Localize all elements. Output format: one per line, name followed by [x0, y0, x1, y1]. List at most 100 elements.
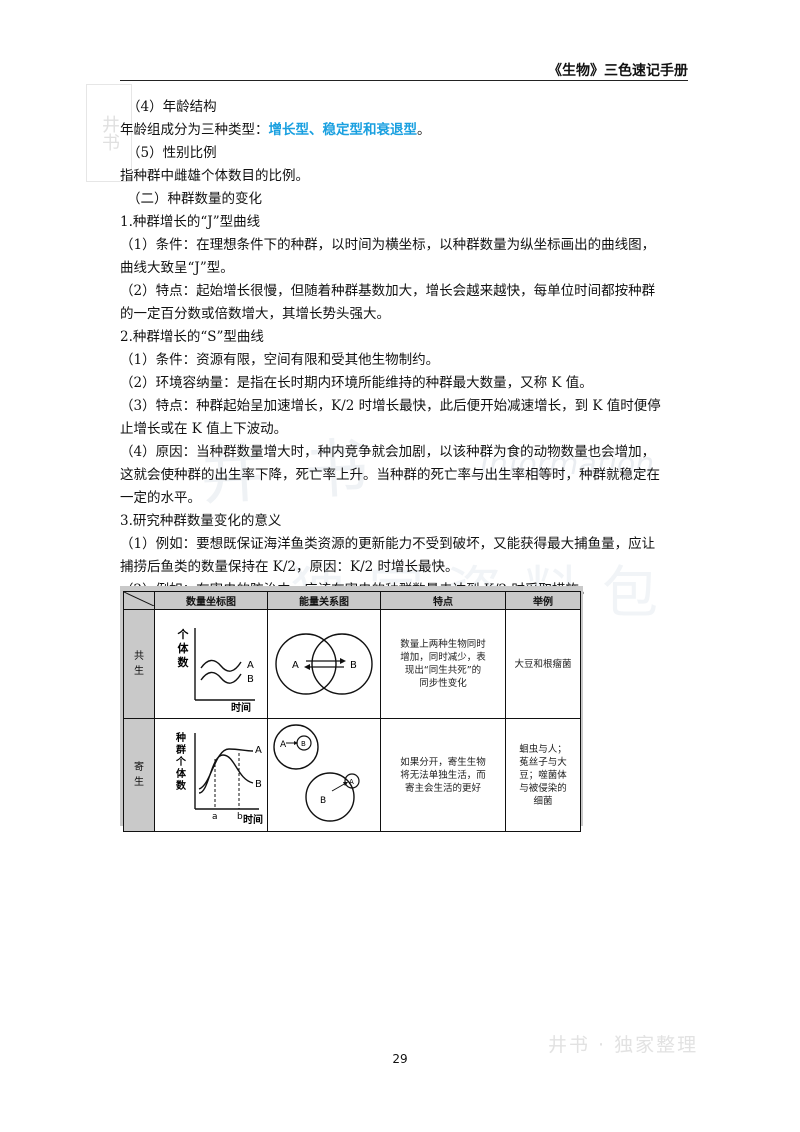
table-header-row: 数量坐标图 能量关系图 特点 举例	[123, 591, 581, 610]
highlight-text: 增长型、稳定型和衰退型	[268, 122, 418, 138]
label-b: B	[350, 660, 357, 671]
paragraph-line: 年龄组成分为三种类型：增长型、稳定型和衰退型。	[120, 119, 690, 142]
header-rule	[120, 80, 688, 81]
feature-cell: 数量上两种生物同时 增加，同时减少，表 现出“同生共死”的 同步性变化	[380, 609, 506, 719]
section-heading: 1.种群增长的“J”型曲线	[120, 214, 261, 230]
feature-line: 寄主会生活的更好	[404, 782, 481, 794]
paragraph-line: （3）特点：种群起始呈加速增长，K/2 时增长最快，此后便开始减速增长，到 K …	[120, 398, 661, 414]
paragraph-line: （2）环境容纳量：是指在长时期内环境所能维持的种群最大数量，又称 K 值。	[120, 375, 593, 391]
column-header: 举例	[505, 591, 581, 610]
quantity-chart-cell: 种 群 个 体 数 A B a b 时间	[154, 718, 268, 832]
watermark-logo: 井书	[86, 84, 132, 182]
corner-diagonal	[123, 591, 155, 607]
relationship-table-figure: 数量坐标图 能量关系图 特点 举例 共 生 个 体 数 A B	[120, 586, 583, 832]
column-header: 特点	[380, 591, 506, 610]
document-body: （4）年龄结构 年龄组成分为三种类型：增长型、稳定型和衰退型。 （5）性别比例 …	[120, 96, 690, 625]
example-line: 菟丝子与大	[519, 756, 567, 768]
feature-line: 现出“同生共死”的	[404, 665, 482, 676]
section-heading: （4）年龄结构	[127, 99, 217, 115]
paragraph-line: 的一定百分数或倍数增大，其增长势头强大。	[120, 306, 390, 322]
example-line: 细菌	[533, 795, 553, 807]
energy-diagram-cell: A B B A	[267, 718, 381, 832]
feature-cell: 如果分开，寄生生物 将无法单独生活，而 寄主会生活的更好	[380, 718, 506, 832]
row-label-char: 生	[134, 666, 144, 677]
row-label-char: 寄	[134, 762, 144, 773]
example-line: 豆；噬菌体	[519, 769, 567, 781]
section-heading: （二）种群数量的变化	[127, 191, 262, 207]
feature-text: 如果分开，寄生生物 将无法单独生活，而 寄主会生活的更好	[381, 756, 505, 795]
curve-label-b: B	[247, 674, 254, 685]
curve-label-a: A	[247, 660, 254, 671]
watermark-italic: Information	[480, 447, 654, 482]
table-row: 共 生 个 体 数 A B 时间	[123, 609, 581, 719]
relationship-table: 数量坐标图 能量关系图 特点 举例 共 生 个 体 数 A B	[123, 591, 581, 832]
text-run: 年龄组成分为三种类型：	[120, 122, 269, 138]
table-row: 寄 生 种 群 个 体 数 A B a	[123, 718, 581, 832]
example-cell: 大豆和根瘤菌	[505, 609, 581, 719]
energy-diagram-cell: A B	[267, 609, 381, 719]
parasite-circle-a	[344, 773, 360, 789]
paragraph-line: 曲线大致呈“J”型。	[120, 260, 234, 276]
paragraph-line: 止增长或在 K 值上下波动。	[120, 421, 288, 437]
curve-label-a: A	[255, 745, 262, 756]
feature-text: 数量上两种生物同时 增加，同时减少，表 现出“同生共死”的 同步性变化	[381, 638, 505, 690]
curve-b	[198, 754, 254, 794]
row-label-char: 生	[134, 777, 144, 788]
feature-line: 如果分开，寄生生物	[400, 756, 486, 768]
axis-label-y: 体	[178, 641, 190, 655]
axis-label-y: 种	[175, 731, 186, 744]
row-label: 共 生	[123, 609, 155, 719]
example-text: 大豆和根瘤菌	[514, 658, 572, 670]
label-b: B	[301, 740, 306, 748]
row-label-char: 共	[134, 651, 144, 662]
feature-line: 同步性变化	[419, 678, 467, 689]
arrow-left-head	[304, 664, 310, 670]
axis-label-y: 数	[176, 779, 187, 792]
page-header-title: 《生物》三色速记手册	[548, 63, 688, 79]
arrow-2-head	[343, 782, 348, 786]
paragraph-line: 一定的水平。	[120, 490, 201, 506]
row-label: 寄 生	[123, 718, 155, 832]
circle-b	[311, 633, 373, 695]
axis-label-y: 数	[178, 655, 190, 669]
section-heading: （5）性别比例	[127, 145, 217, 161]
curve-label-b: B	[255, 779, 262, 790]
curve-a	[200, 659, 242, 672]
column-header: 能量关系图	[267, 591, 381, 610]
tick-label-b: b	[237, 812, 243, 822]
axis-label-y: 个	[177, 627, 190, 641]
example-text: 蛔虫与人； 菟丝子与大 豆；噬菌体 与被侵染的 细菌	[506, 743, 580, 808]
tick-label-a: a	[212, 812, 218, 822]
section-heading: 3.研究种群数量变化的意义	[120, 513, 282, 529]
feature-line: 将无法单独生活，而	[400, 769, 486, 781]
arrow-2	[331, 782, 347, 792]
text-run: 。	[417, 122, 431, 138]
mutualism-energy-diagram: A B	[275, 633, 373, 695]
axis-label-y: 体	[176, 767, 187, 780]
example-cell: 蛔虫与人； 菟丝子与大 豆；噬菌体 与被侵染的 细菌	[505, 718, 581, 832]
mutualism-quantity-chart: 个 体 数 A B 时间	[177, 627, 255, 714]
feature-line: 数量上两种生物同时	[400, 639, 486, 650]
arrow-right-head	[340, 658, 346, 664]
axis-label-x: 时间	[231, 701, 251, 714]
curve-b	[200, 671, 242, 684]
paragraph-line: 这就会使种群的出生率下降，死亡率上升。当种群的死亡率与出生率相等时，种群就稳定在	[120, 467, 660, 483]
label-a2: A	[349, 778, 354, 786]
paragraph-line: 指种群中雌雄个体数目的比例。	[120, 168, 309, 184]
feature-line: 增加，同时减少，表	[400, 652, 486, 663]
axis-label-y: 个	[175, 755, 187, 768]
label-b2: B	[320, 796, 326, 806]
paragraph-line: （1）条件：资源有限，空间有限和受其他生物制约。	[120, 352, 440, 368]
paragraph-line: （4）原因：当种群数量增大时，种内竞争就会加剧，以该种群为食的动物数量也会增加，	[120, 444, 656, 460]
column-header: 数量坐标图	[154, 591, 268, 610]
axis-label-x: 时间	[243, 813, 263, 826]
paragraph-line: （1）例如：要想既保证海洋鱼类资源的更新能力不受到破坏，又能获得最大捕鱼量，应让	[120, 536, 656, 552]
quantity-chart-cell: 个 体 数 A B 时间	[154, 609, 268, 719]
axis-label-y: 群	[176, 743, 186, 756]
page-number: 29	[392, 1052, 408, 1066]
example-line: 蛔虫与人；	[519, 743, 567, 755]
paragraph-line: 捕捞后鱼类的数量保持在 K/2，原因：K/2 时增长最快。	[120, 559, 459, 575]
arrow-head	[294, 741, 298, 745]
circle-a	[275, 633, 337, 695]
parasitism-quantity-chart: 种 群 个 体 数 A B a b 时间	[175, 731, 263, 826]
